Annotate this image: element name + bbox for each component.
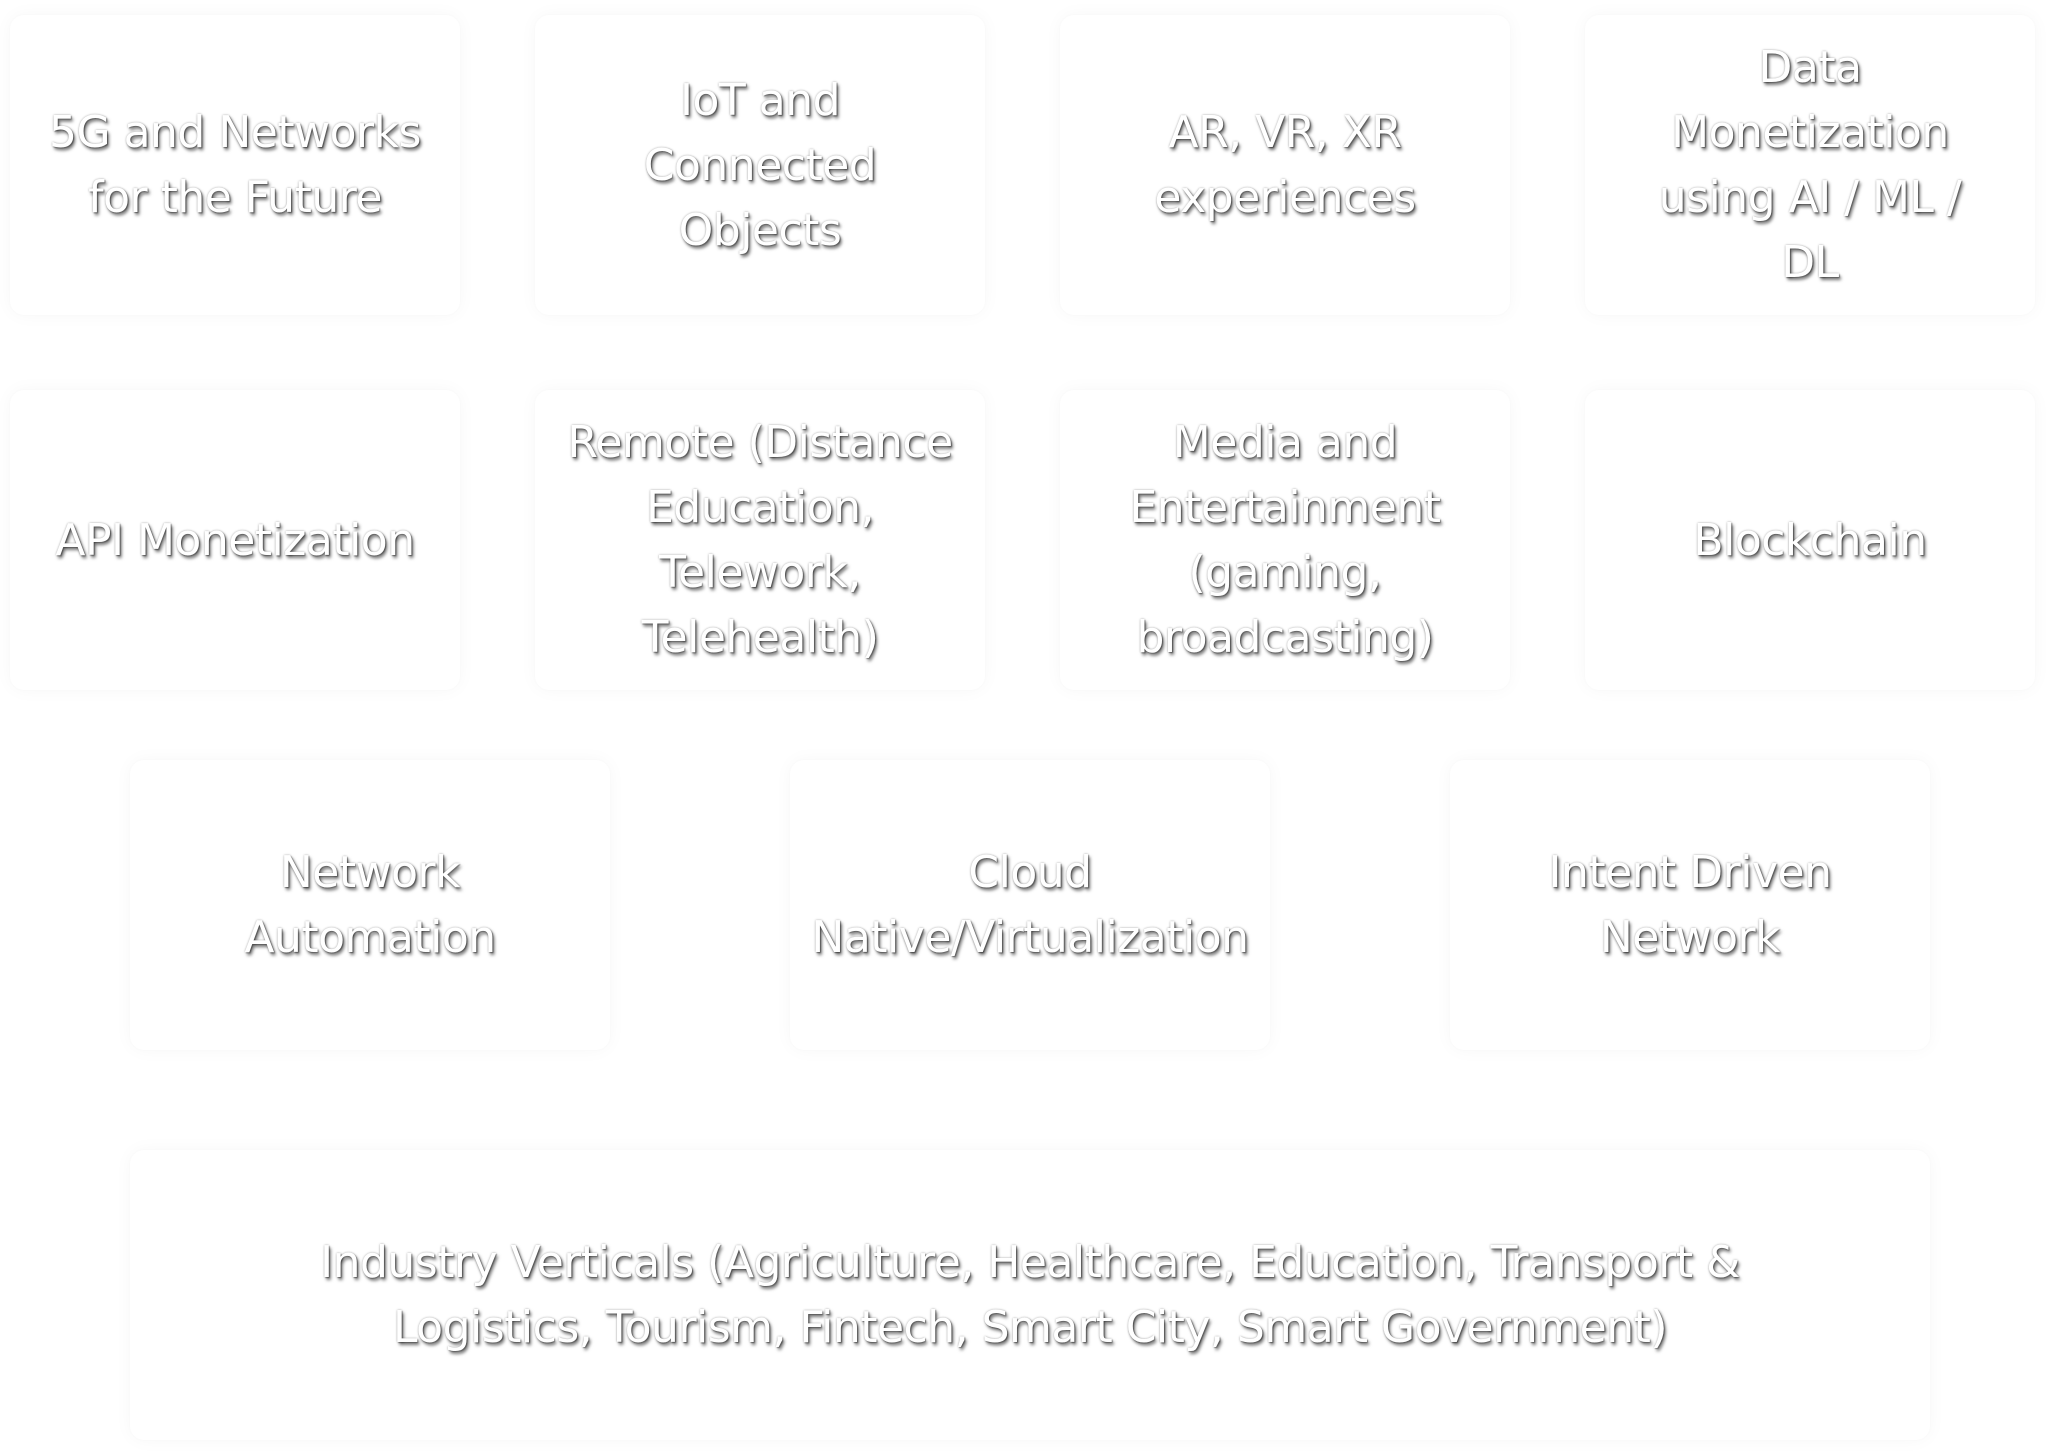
tile-5g-networks: 5G and Networks for the Future	[10, 15, 460, 315]
tile-cloud-native: Cloud Native/Virtualization	[790, 760, 1270, 1050]
tile-label: Blockchain	[1693, 514, 1927, 566]
tile-api-monetization: API Monetization	[10, 390, 460, 690]
tile-media-entertainment: Media and Entertainment (gaming, broadca…	[1060, 390, 1510, 690]
tile-ar-vr-xr: AR, VR, XR experiences	[1060, 15, 1510, 315]
tile-label: IoT and Connected Objects	[643, 74, 877, 256]
tile-network-automation: Network Automation	[130, 760, 610, 1050]
tile-blockchain: Blockchain	[1585, 390, 2035, 690]
tile-label: API Monetization	[55, 514, 415, 566]
tile-iot: IoT and Connected Objects	[535, 15, 985, 315]
tile-label: Media and Entertainment (gaming, broadca…	[1129, 417, 1442, 663]
tile-label: Network Automation	[244, 847, 496, 963]
tile-label: Remote (Distance Education, Telework, Te…	[567, 417, 953, 663]
tile-intent-driven-network: Intent Driven Network	[1450, 760, 1930, 1050]
tile-industry-verticals: Industry Verticals (Agriculture, Healthc…	[130, 1150, 1930, 1440]
tile-label: Data Monetization using AI / ML / DL	[1658, 42, 1962, 288]
tile-data-monetization: Data Monetization using AI / ML / DL	[1585, 15, 2035, 315]
tile-label: Intent Driven Network	[1548, 847, 1832, 963]
tile-label: Industry Verticals (Agriculture, Healthc…	[320, 1237, 1740, 1353]
tile-label: 5G and Networks for the Future	[49, 107, 421, 223]
tile-label: Cloud Native/Virtualization	[811, 847, 1249, 963]
tile-remote: Remote (Distance Education, Telework, Te…	[535, 390, 985, 690]
tile-label: AR, VR, XR experiences	[1154, 107, 1416, 223]
